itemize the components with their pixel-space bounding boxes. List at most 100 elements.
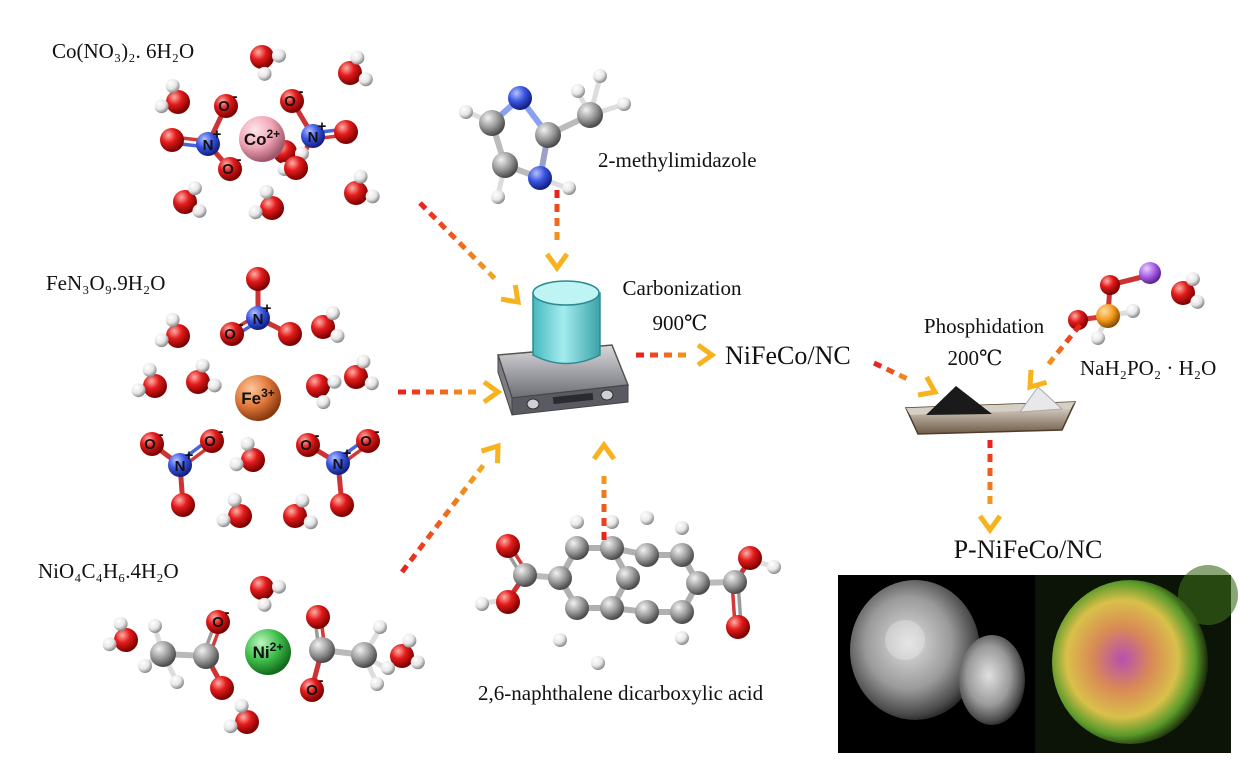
hydrogen-atom [373,620,387,634]
carboxyl-oxygen [738,546,762,570]
naphthalene-label: 2,6-naphthalene dicarboxylic acid [478,681,764,705]
hydrogen-atom [640,511,654,525]
imidazole-carbon [535,122,561,148]
ion-symbol: Co [244,130,267,149]
naphthalene-carbon [635,600,659,624]
water-hydrogen [143,363,157,377]
charge-minus: - [233,88,238,105]
oxygen-label: O [306,682,318,699]
water-hydrogen [402,634,416,648]
water-hydrogen [217,513,231,527]
water-hydrogen [155,333,169,347]
nitrate-oxygen [246,267,270,291]
naphthalene-carbon [616,566,640,590]
naphthalene-carbon [565,536,589,560]
ion-symbol: Fe [241,389,261,408]
water-hydrogen [365,376,379,390]
carbonization-temp: 900℃ [653,311,708,335]
water-hydrogen [155,99,169,113]
water-hydrogen [350,51,364,65]
charge-minus: - [159,426,164,443]
reagent-label: NaH₂PO₂ · H₂O [1080,356,1216,380]
water-oxygen [344,181,368,205]
naphthalene-carbon [670,543,694,567]
water-hydrogen [249,205,263,219]
water-hydrogen [230,457,244,471]
oxygen-label: O [222,161,234,178]
hydrogen-atom [591,656,605,670]
oxygen-label: O [300,437,312,454]
arrow-co-to-hotplate [420,203,518,302]
water-hydrogen [411,655,425,669]
hydrogen-atom [617,97,631,111]
arrow-intermediate-to-boat [874,363,935,395]
water-hydrogen [235,699,249,713]
iron-formula: FeN₃O₉.9H₂O [46,271,165,295]
water-oxygen [344,365,368,389]
water-hydrogen [188,181,202,195]
charge-plus: + [318,118,327,135]
water-hydrogen [166,79,180,93]
arrow-fe-to-hotplate [398,382,498,402]
imidazole-carbon [479,110,505,136]
hydrogen-atom [381,661,395,675]
water-oxygen [250,576,274,600]
water-hydrogen [1190,295,1204,309]
water-oxygen [260,196,284,220]
phosphite-oxygen [1100,275,1120,295]
water-oxygen [235,710,259,734]
water-hydrogen [304,515,318,529]
water-oxygen [143,374,167,398]
carbon-atom [193,643,219,669]
arrow-carbonization [636,345,712,365]
imidazole-nitrogen [508,86,532,110]
water-hydrogen [260,185,274,199]
charge-minus: - [375,423,380,440]
water-oxygen [166,324,190,348]
water-hydrogen [196,359,210,373]
carboxyl-carbon [723,570,747,594]
hydrogen-atom [562,181,576,195]
water-hydrogen [132,383,146,397]
hydrogen-atom [475,597,489,611]
charge-minus: - [225,604,230,621]
water-hydrogen [359,72,373,86]
nitrate-oxygen [278,322,302,346]
arrow-ni-to-hotplate [402,446,498,572]
water-oxygen [283,504,307,528]
carboxyl-oxygen [726,615,750,639]
charge-minus: - [315,427,320,444]
water-oxygen [166,90,190,114]
nitrate-oxygen [284,156,308,180]
oxygen-label: O [204,433,216,450]
arrow-imidazole-to-hotplate [547,190,567,268]
charge-plus: + [185,447,194,464]
hydrogen-atom [138,659,152,673]
nitrate-oxygen [334,120,358,144]
oxygen-label: O [224,326,236,343]
water-hydrogen [257,67,271,81]
naphthalene-carbon [565,596,589,620]
imidazole-label: 2-methylimidazole [598,148,757,172]
hydrogen-atom [593,69,607,83]
naphthalene-carbon [686,571,710,595]
carbon-atom [351,642,377,668]
water-hydrogen [354,170,368,184]
ion-charge: 2+ [266,127,280,141]
water-oxygen [114,628,138,652]
hydrogen-atom [675,631,689,645]
ion-charge: 3+ [261,386,275,400]
hydrogen-atom [553,633,567,647]
charge-plus: + [213,126,222,143]
nitrate-oxygen [171,493,195,517]
sodium-atom [1139,262,1161,284]
water-hydrogen [295,494,309,508]
water-hydrogen [228,493,242,507]
hydrogen-atom [459,105,473,119]
intermediate-label: NiFeCo/NC [725,341,851,370]
charge-minus: - [319,672,324,689]
water-hydrogen [366,189,380,203]
water-hydrogen [224,719,238,733]
water-oxygen [306,374,330,398]
